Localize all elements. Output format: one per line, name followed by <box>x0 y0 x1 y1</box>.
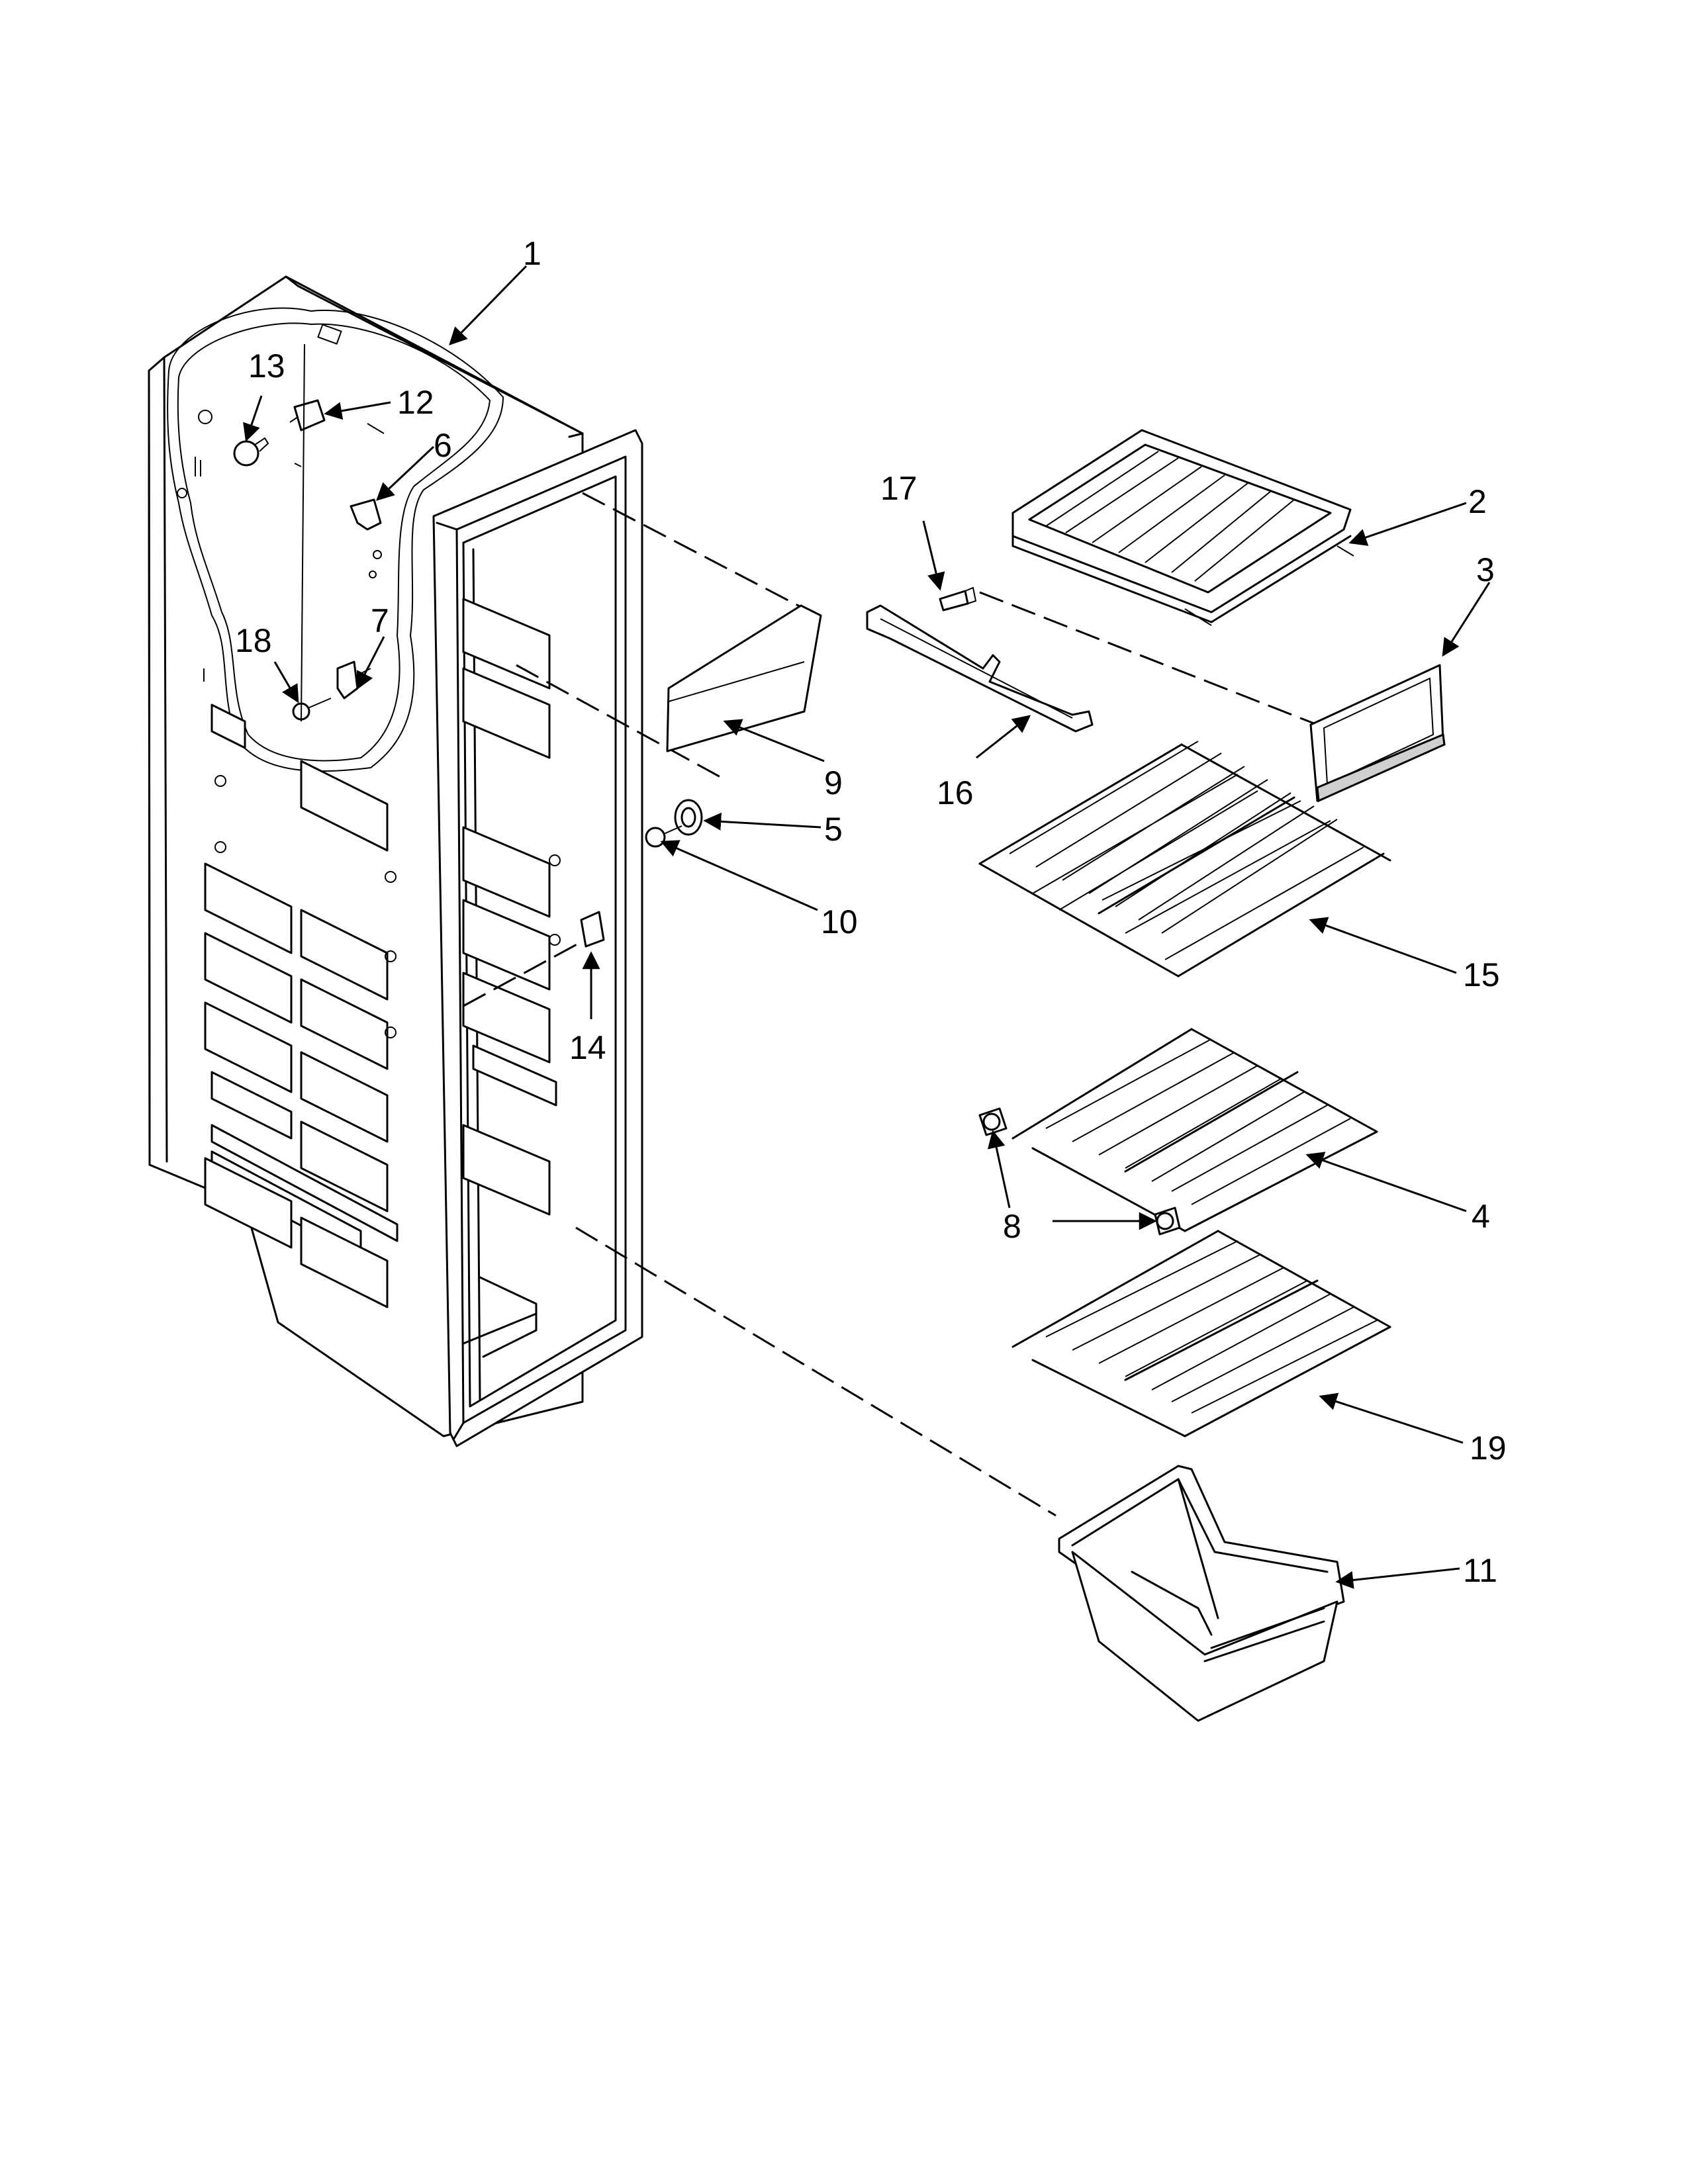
part-12-socket <box>289 399 326 432</box>
callout-19: 19 <box>1470 1430 1507 1467</box>
part-11-bin <box>1058 1465 1345 1722</box>
callout-15: 15 <box>1463 956 1500 993</box>
part-10-screw <box>645 825 682 848</box>
callout-1: 1 <box>523 235 541 272</box>
part-6-clip <box>350 498 382 531</box>
callout-17: 17 <box>880 470 917 507</box>
freezer-liner <box>148 275 643 1447</box>
callout-3: 3 <box>1476 551 1495 588</box>
callout-9: 9 <box>824 764 843 801</box>
callout-7: 7 <box>371 602 389 639</box>
callout-13: 13 <box>248 347 285 385</box>
part-16-rail <box>866 604 1094 733</box>
part-15-wire-shelf <box>978 741 1391 978</box>
callout-8: 8 <box>1003 1208 1021 1245</box>
leaders <box>243 265 1491 1589</box>
callout-labels: 1 2 3 4 5 6 7 8 9 10 11 12 13 14 15 16 1… <box>235 235 1507 1589</box>
part-19-wire-shelf <box>1011 1230 1391 1437</box>
part-14-switch <box>580 911 605 948</box>
callout-10: 10 <box>821 903 858 940</box>
assembly-lines <box>463 492 1318 1517</box>
part-2-tray <box>1011 429 1354 626</box>
part-17-screw <box>939 586 977 612</box>
callout-18: 18 <box>235 622 272 659</box>
callout-4: 4 <box>1472 1198 1490 1235</box>
callout-12: 12 <box>397 384 434 421</box>
callout-16: 16 <box>937 774 974 811</box>
part-9-trim <box>666 604 822 752</box>
callout-6: 6 <box>434 427 452 464</box>
interior-slots <box>462 598 561 1216</box>
part-4-wire-shelf <box>1011 1028 1378 1232</box>
part-3-panel <box>1309 664 1446 803</box>
panel-slots <box>204 704 399 1308</box>
callout-2: 2 <box>1468 483 1487 520</box>
callout-14: 14 <box>569 1029 606 1066</box>
callout-11: 11 <box>1463 1552 1497 1589</box>
part-5-roller <box>674 799 703 836</box>
callout-5: 5 <box>824 811 843 848</box>
part-8-studs <box>978 1107 1181 1236</box>
